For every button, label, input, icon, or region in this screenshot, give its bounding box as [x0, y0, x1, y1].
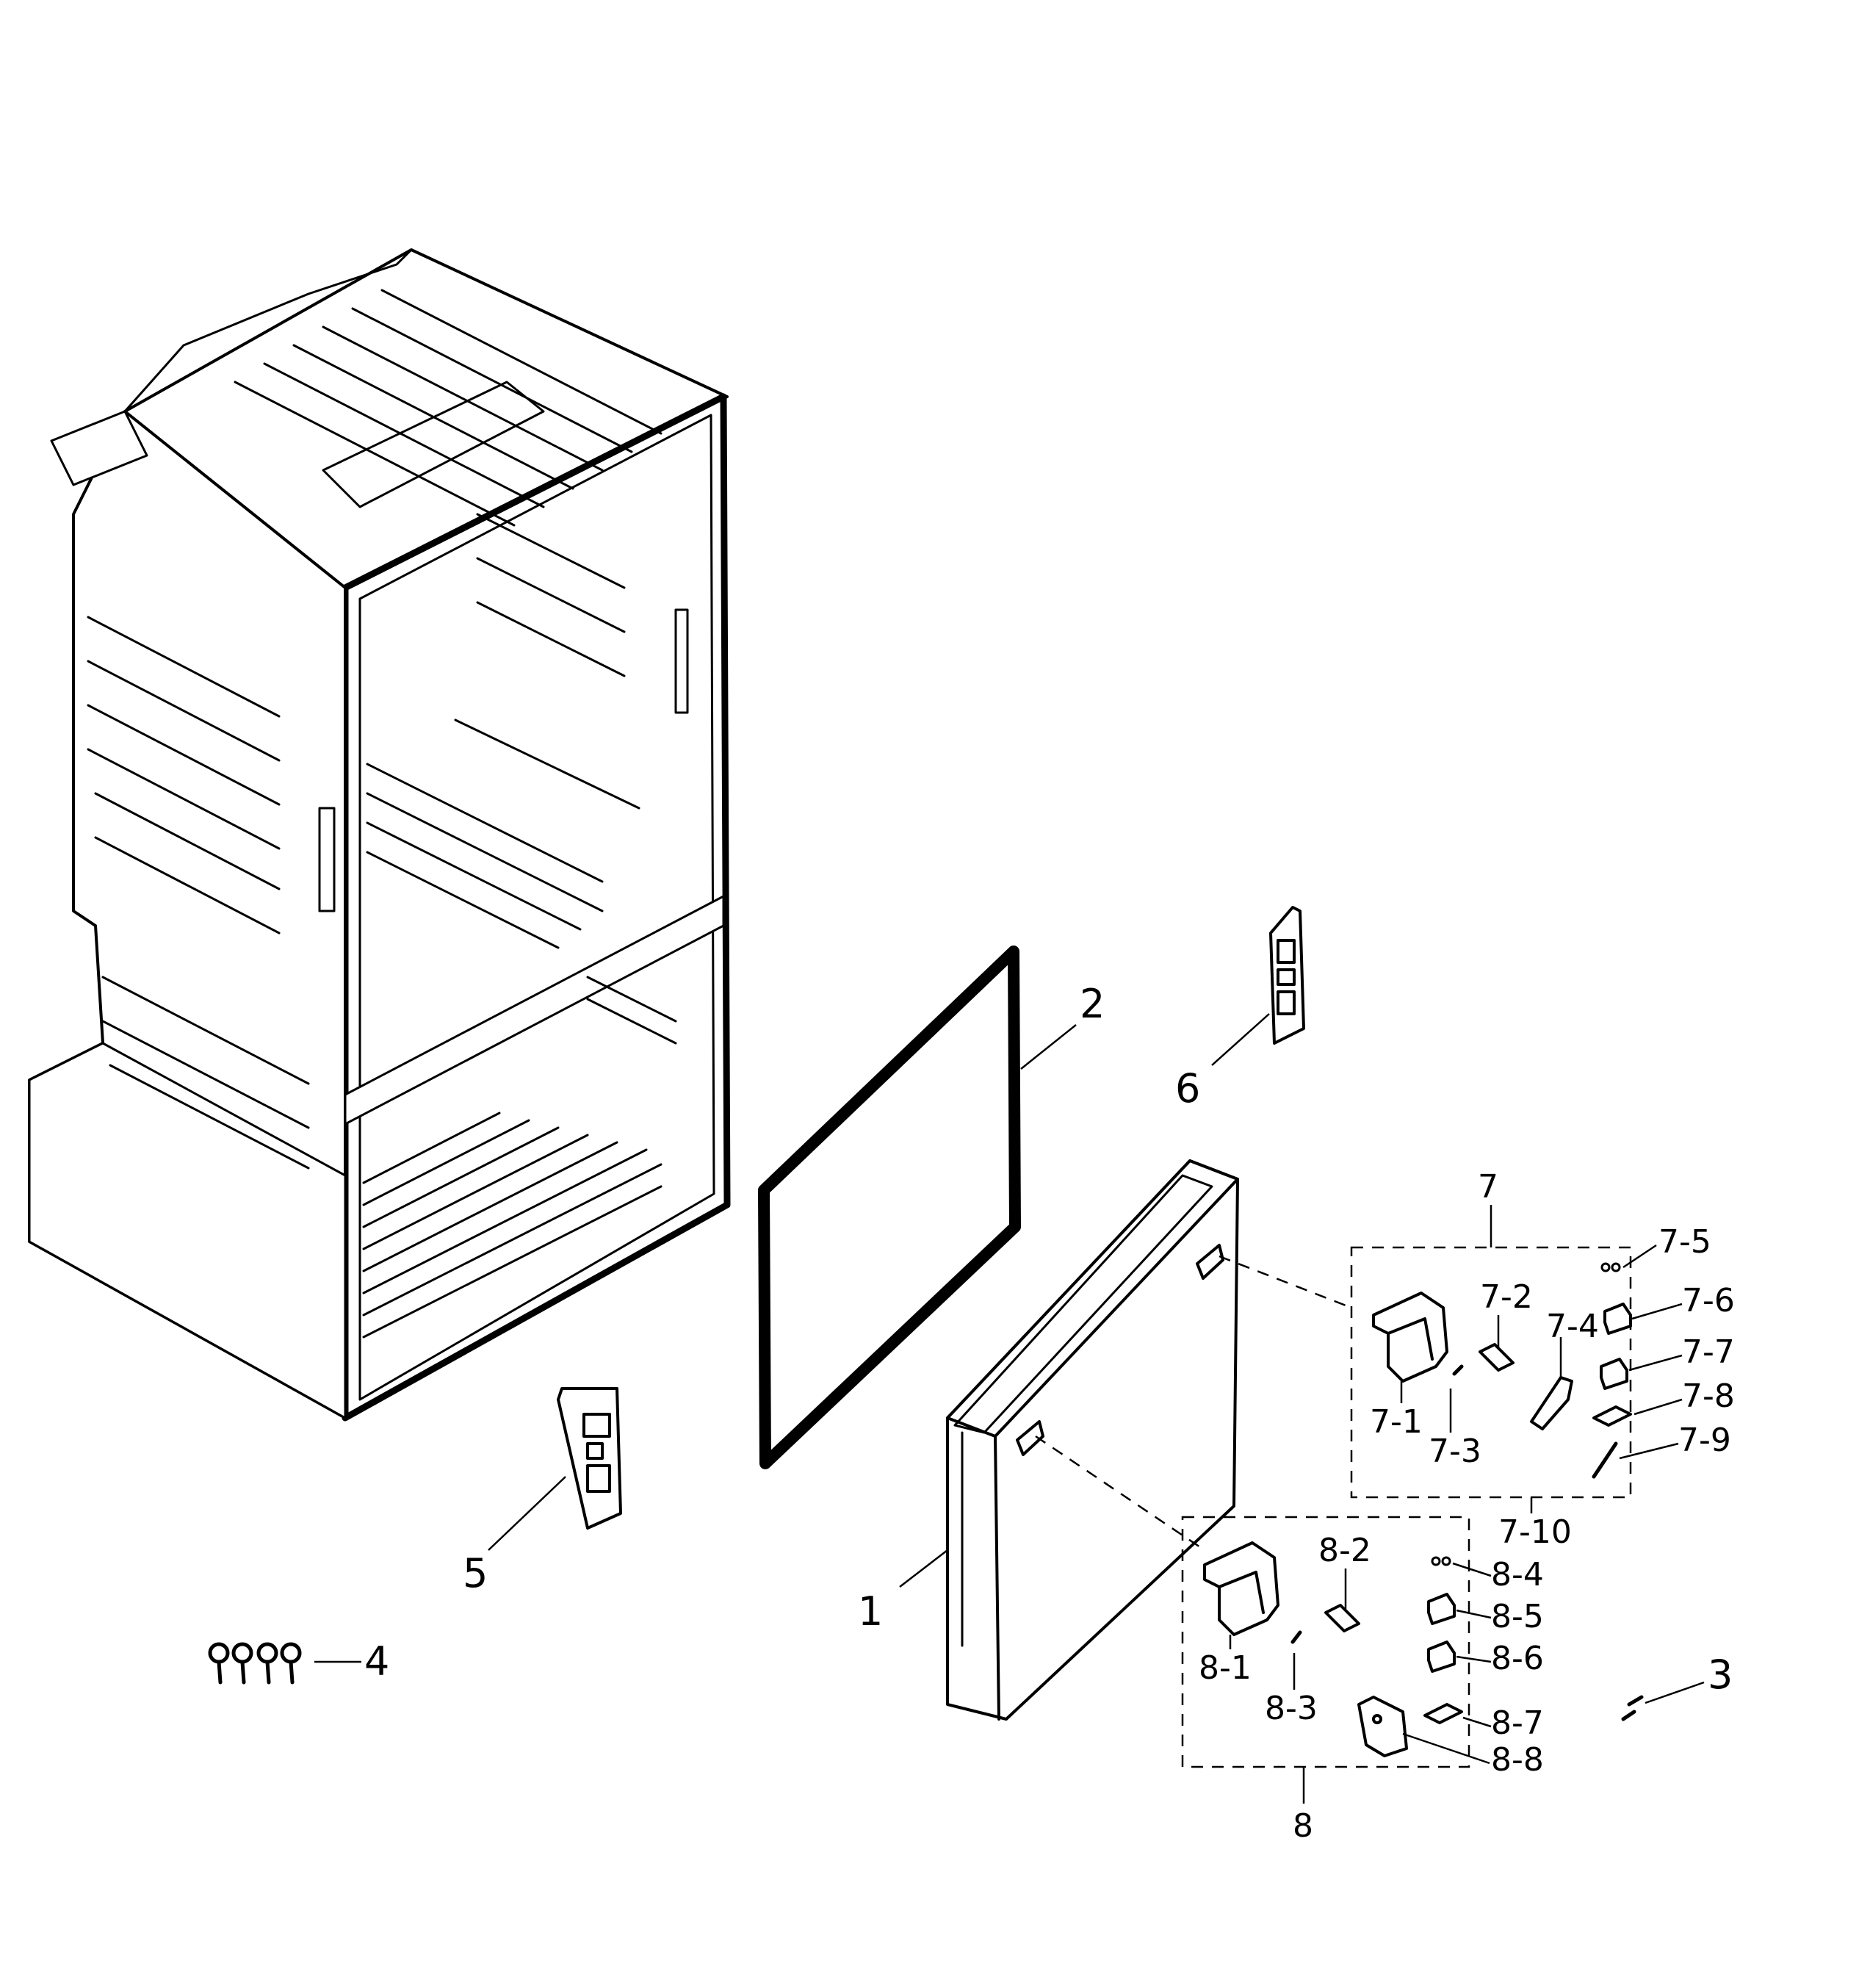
- rail-assembly-8: 8 8-1 8-2 8-3 8-4 8-5: [1181, 1516, 1544, 1845]
- screws-7-5: [1600, 1262, 1621, 1272]
- leader-2: [1020, 1024, 1077, 1070]
- screws-3: [1621, 1695, 1644, 1721]
- callout-8-2: 8-2: [1318, 1532, 1371, 1569]
- block-8-5: [1427, 1593, 1456, 1625]
- callout-7-7: 7-7: [1682, 1333, 1735, 1371]
- callout-8-8: 8-8: [1491, 1741, 1544, 1779]
- callout-7-8: 7-8: [1682, 1377, 1735, 1415]
- callout-5: 5: [463, 1550, 488, 1596]
- callout-8-5: 8-5: [1491, 1598, 1544, 1635]
- callout-8-4: 8-4: [1491, 1556, 1544, 1593]
- callout-2: 2: [1080, 981, 1105, 1027]
- callout-7-3: 7-3: [1429, 1433, 1481, 1470]
- hinge-bracket-5: [557, 1387, 622, 1530]
- leader-3: [1645, 1681, 1705, 1704]
- callout-8-3: 8-3: [1265, 1690, 1318, 1727]
- callout-7-2: 7-2: [1480, 1278, 1533, 1316]
- pin-8-3: [1290, 1630, 1302, 1644]
- callout-8-1: 8-1: [1199, 1649, 1252, 1687]
- plate-8-7: [1423, 1703, 1463, 1724]
- callout-7-1: 7-1: [1370, 1403, 1423, 1441]
- callout-8: 8: [1293, 1807, 1313, 1845]
- clip-7-2: [1479, 1343, 1515, 1372]
- callout-7-10: 7-10: [1498, 1513, 1572, 1551]
- assembly-connector-8: [1035, 1435, 1205, 1552]
- leader-1: [899, 1549, 948, 1588]
- callout-8-6: 8-6: [1491, 1640, 1544, 1677]
- block-7-7: [1600, 1358, 1628, 1390]
- callout-7-6: 7-6: [1682, 1282, 1735, 1319]
- screws-8-4: [1431, 1556, 1451, 1566]
- callout-1: 1: [858, 1588, 883, 1635]
- callout-6: 6: [1175, 1065, 1200, 1112]
- callout-3: 3: [1708, 1652, 1733, 1698]
- block-7-6: [1603, 1303, 1632, 1335]
- callout-7: 7: [1478, 1168, 1498, 1206]
- callout-7-4: 7-4: [1546, 1308, 1599, 1345]
- freezer-door-panel: [946, 1159, 1239, 1721]
- rail-guide-8-1: [1203, 1541, 1279, 1636]
- pin-7-3: [1452, 1364, 1464, 1376]
- cabinet-rib-lines: [87, 289, 689, 1339]
- clip-8-2: [1324, 1604, 1360, 1632]
- door-gasket: [758, 946, 1021, 1469]
- rail-guide-7-1: [1372, 1292, 1448, 1383]
- assembly-connector-7: [1219, 1255, 1352, 1309]
- plate-7-8: [1592, 1405, 1632, 1427]
- screws-4: [208, 1642, 302, 1685]
- leader-6: [1211, 1013, 1270, 1066]
- cam-7-4: [1530, 1376, 1573, 1430]
- callout-4: 4: [364, 1638, 389, 1685]
- block-8-6: [1427, 1641, 1456, 1673]
- hinge-bracket-6: [1269, 906, 1305, 1045]
- callout-8-7: 8-7: [1491, 1704, 1544, 1742]
- rod-7-9: [1592, 1441, 1618, 1479]
- rail-assembly-7: 7 7-1 7-2 7-3 7-4 7-5: [1350, 1168, 1735, 1551]
- callout-7-5: 7-5: [1658, 1223, 1711, 1261]
- leader-5: [488, 1476, 566, 1551]
- callout-7-9: 7-9: [1678, 1422, 1731, 1459]
- hinge-8-8: [1357, 1696, 1408, 1757]
